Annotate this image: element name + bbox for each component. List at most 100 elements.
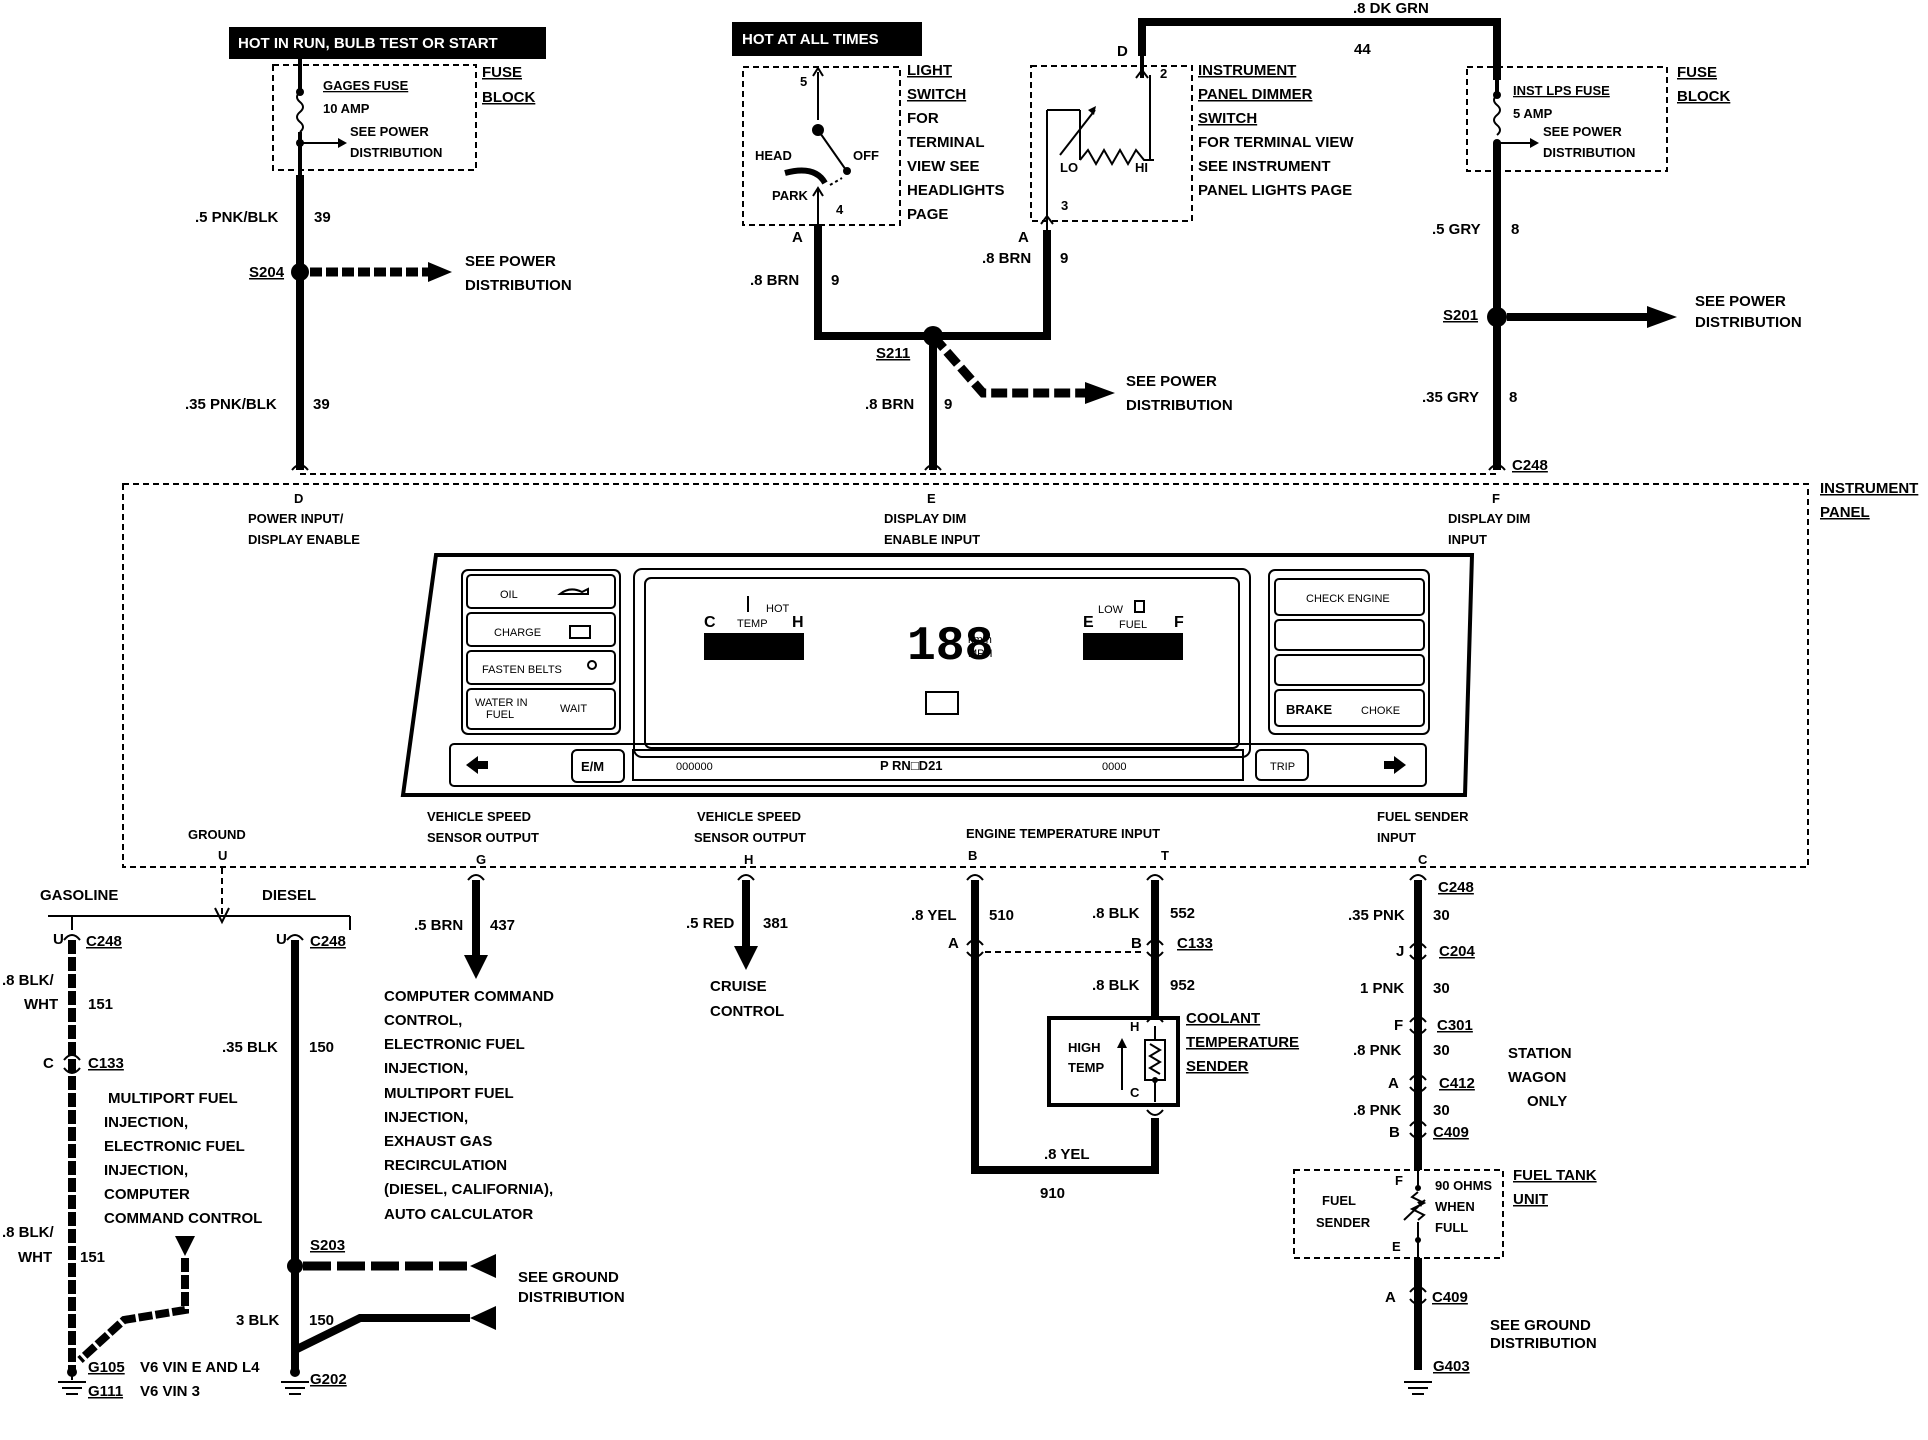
label-text: FOR (907, 110, 939, 127)
label-text: 44 (1354, 41, 1371, 58)
label-text: BLOCK (482, 89, 535, 106)
label-text: 151 (80, 1249, 105, 1266)
label-text: HOT AT ALL TIMES (742, 31, 879, 48)
see-power-arrow-right (1647, 306, 1677, 328)
label-text: MULTIPORT FUEL (384, 1085, 514, 1102)
hot-in-run-tag: HOT IN RUN, BULB TEST OR START (229, 27, 546, 59)
label-text: A (1018, 229, 1029, 246)
left-arrow-icon (466, 756, 488, 774)
label-text: COMMAND CONTROL (104, 1210, 262, 1227)
label-text: S201 (1443, 307, 1478, 324)
label-text: .8 BRN (982, 250, 1031, 267)
label-text: WHT (24, 996, 58, 1013)
label-text: SEE POWER (350, 124, 429, 139)
label-text: SEE POWER (1695, 293, 1786, 310)
oil-can-icon (557, 587, 589, 595)
label-text: FUEL (1119, 619, 1147, 631)
label-text: SWITCH (907, 86, 966, 103)
label-text: P RN□D21 (880, 758, 943, 773)
label-text: .5 RED (686, 915, 735, 932)
label-text: VEHICLE SPEED (427, 809, 531, 824)
label-text: .35 GRY (1422, 389, 1479, 406)
label-text: 5 AMP (1513, 106, 1553, 121)
label-text: D (1117, 43, 1128, 60)
label-text: F (1492, 491, 1500, 506)
label-text: TEMPERATURE (1186, 1034, 1299, 1051)
label-text: A (1385, 1289, 1396, 1306)
label-text: 9 (1060, 250, 1068, 267)
label-text: OFF (853, 148, 879, 163)
label-text: C409 (1433, 1124, 1469, 1141)
label-text: 3 BLK (236, 1312, 280, 1329)
label-text: ONLY (1527, 1093, 1567, 1110)
label-text: G111 (88, 1383, 123, 1400)
label-text: CRUISE (710, 978, 767, 995)
inst-lps-fuse-block: INST LPS FUSE 5 AMP SEE POWER DISTRIBUTI… (1466, 64, 1730, 172)
label-text: FUEL SENDER (1377, 809, 1469, 824)
label-text: WATER IN (475, 697, 528, 709)
label-text: G202 (310, 1371, 347, 1388)
label-text: BRAKE (1286, 702, 1333, 717)
label-text: 3 (1061, 198, 1068, 213)
label-text: SENDER (1316, 1215, 1371, 1230)
label-text: V6 VIN 3 (140, 1383, 200, 1400)
label-text: DISTRIBUTION (1543, 145, 1635, 160)
label-text: PANEL (1820, 504, 1870, 521)
label-text: .5 BRN (414, 917, 463, 934)
label-text: C248 (1512, 457, 1548, 474)
label-text: INJECTION, (384, 1060, 468, 1077)
label-text: A (948, 935, 959, 952)
see-power-arrow-mid (929, 333, 1085, 398)
label-text: B (1389, 1124, 1400, 1141)
label-text: LOW (1098, 604, 1124, 616)
label-text: WHT (18, 1249, 52, 1266)
label-text: .8 BLK (1092, 905, 1140, 922)
gages-fuse-block: GAGES FUSE 10 AMP SEE POWER DISTRIBUTION… (272, 59, 535, 175)
label-text: B (968, 848, 977, 863)
label-text: 9 (831, 272, 839, 289)
label-text: VIEW SEE (907, 158, 980, 175)
label-text: C (43, 1055, 54, 1072)
label-text: 90 OHMS (1435, 1178, 1492, 1193)
label-text: ELECTRONIC FUEL (104, 1138, 245, 1155)
label-text: AUTO CALCULATOR (384, 1206, 533, 1223)
label-text: SENSOR OUTPUT (694, 830, 806, 845)
label-text: 30 (1433, 1042, 1450, 1059)
wire-9-brn (814, 224, 1051, 340)
label-text: 30 (1433, 1102, 1450, 1119)
label-text: CONTROL, (384, 1012, 462, 1029)
battery-icon (569, 625, 591, 639)
splice-s204 (291, 263, 309, 281)
label-text: 188 (907, 620, 993, 674)
label-text: DISPLAY DIM (884, 511, 966, 526)
label-text: 150 (309, 1312, 334, 1329)
dimmer-label: INSTRUMENT PANEL DIMMER SWITCH FOR TERMI… (1198, 62, 1354, 199)
label-text: INST LPS FUSE (1513, 83, 1610, 98)
label-text: SEE POWER (465, 253, 556, 270)
label-text: MULTIPORT FUEL (108, 1090, 238, 1107)
label-text: WAGON (1508, 1069, 1566, 1086)
label-text: C248 (1438, 879, 1474, 896)
label-text: C412 (1439, 1075, 1475, 1092)
label-text: 8 (1509, 389, 1517, 406)
instrument-panel-dimmer-switch: 2 LO HI 3 A D (1018, 43, 1193, 246)
label-text: MPH (968, 648, 993, 660)
label-text: SENDER (1186, 1058, 1249, 1075)
splice-s203 (287, 1258, 303, 1274)
label-text: 952 (1170, 977, 1195, 994)
label-text: .8 BLK/ (2, 1224, 55, 1241)
instrument-cluster: OIL CHARGE FASTEN BELTS WATER IN FUEL WA… (400, 553, 1475, 797)
label-text: F (1395, 1173, 1403, 1188)
label-text: TEMP (1068, 1060, 1104, 1075)
label-text: RECIRCULATION (384, 1157, 507, 1174)
fuel-tank-unit: FUEL SENDER F E 90 OHMS WHEN FULL (1293, 1169, 1504, 1259)
label-text: 10 AMP (323, 101, 370, 116)
label-text: 4 (836, 202, 844, 217)
label-text: SENSOR OUTPUT (427, 830, 539, 845)
label-text: .35 PNK (1348, 907, 1405, 924)
label-text: FUSE (482, 64, 522, 81)
label-text: F (1174, 614, 1184, 631)
label-text: PANEL DIMMER (1198, 86, 1313, 103)
label-text: HEAD (755, 148, 792, 163)
